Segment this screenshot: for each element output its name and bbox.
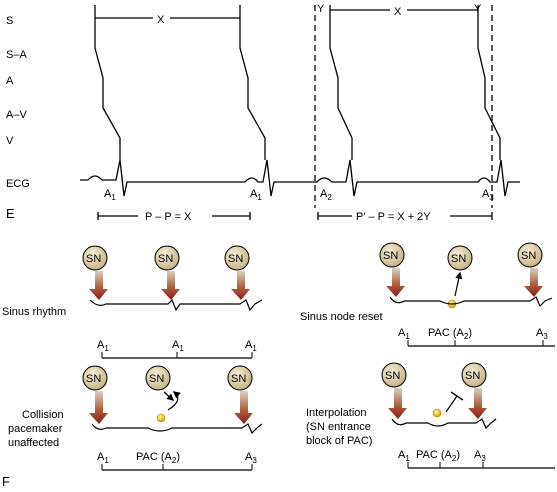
ecg-a-label-4: A3 xyxy=(482,188,494,202)
collision-title-1: Collision xyxy=(22,409,64,421)
panel-e: S S–A A A–V V ECG E X Y Y X A1 A1 A2 A3 xyxy=(6,3,520,223)
row-label-v: V xyxy=(6,135,14,147)
row-label-av: A–V xyxy=(6,109,27,121)
sn-circle xyxy=(379,242,405,268)
x-label-2: X xyxy=(394,6,402,18)
sn-label: SN xyxy=(86,253,101,265)
sn-arrow xyxy=(234,391,253,424)
sn-arrow xyxy=(89,391,108,424)
conduction-line-4 xyxy=(477,5,501,160)
collision-ecg xyxy=(91,423,263,435)
sn-arrow xyxy=(388,388,407,419)
interval-ppp: P′ – P = X + 2Y xyxy=(356,211,431,223)
sn-label: SN xyxy=(521,250,536,262)
sn-label: SN xyxy=(383,250,398,262)
ecg-a-label-3: A2 xyxy=(320,188,332,202)
collision-arrow xyxy=(167,391,181,411)
sn-arrow xyxy=(89,271,108,300)
reset-a-label-2: A3 xyxy=(536,327,548,341)
retrograde-arrow xyxy=(454,271,463,297)
pac-dot xyxy=(156,413,166,423)
interpolation-title-3: block of PAC) xyxy=(306,435,372,447)
blocked-retrograde-line xyxy=(445,395,458,413)
sn-circle xyxy=(227,365,253,391)
sinus-node-reset-ecg xyxy=(389,296,553,308)
sn-arrow xyxy=(386,268,405,297)
sinus-rhythm-title: Sinus rhythm xyxy=(2,306,66,318)
interp-pac-label: PAC (A2) xyxy=(416,449,460,463)
y-label-1: Y xyxy=(317,3,325,15)
panel-label-f: F xyxy=(2,474,10,489)
sn-output-arrow xyxy=(163,391,175,401)
interp-a-label-1: A1 xyxy=(398,449,410,463)
reset-a-label-1: A1 xyxy=(398,327,410,341)
sn-circle xyxy=(82,245,108,271)
row-label-a: A xyxy=(6,75,14,87)
sn-label: SN xyxy=(158,253,173,265)
ecg-label: ECG xyxy=(6,178,30,190)
sinus-rhythm-ecg xyxy=(89,298,263,312)
sinus-rhythm-diagram: Sinus rhythm SN SN SN A1 A1 A1 xyxy=(2,245,263,359)
sinus-a-label-3: A1 xyxy=(245,339,257,353)
sinus-node-reset-title: Sinus node reset xyxy=(300,311,383,323)
sn-label: SN xyxy=(86,373,101,385)
sinus-node-reset-diagram: Sinus node reset SN SN SN A1 PAC (A2) A3 xyxy=(300,242,555,347)
sn-circle xyxy=(224,245,250,271)
collision-diagram: Collision pacemaker unaffected SN SN SN … xyxy=(8,365,263,471)
sinus-a-label-1: A1 xyxy=(97,339,109,353)
interpolation-ecg xyxy=(391,418,497,430)
sn-label: SN xyxy=(231,373,246,385)
interp-a-label-2: A3 xyxy=(474,449,486,463)
ecg-a-label-2: A1 xyxy=(250,188,262,202)
panel-f: F Sinus rhythm SN SN SN A1 A1 A1 Sinus n… xyxy=(2,242,555,489)
entrance-block-bar xyxy=(450,391,464,401)
panel-label-e: E xyxy=(6,206,15,221)
sn-circle xyxy=(154,245,180,271)
sn-circle xyxy=(461,362,487,388)
ecg-a-label-1: A1 xyxy=(104,188,116,202)
sn-circle xyxy=(82,365,108,391)
sn-arrow xyxy=(231,271,250,300)
sn-label: SN xyxy=(451,253,466,265)
sn-arrow xyxy=(468,388,487,419)
collision-a-label-2: A3 xyxy=(245,451,257,465)
interval-pp: P – P = X xyxy=(145,211,192,223)
interpolation-title-1: Interpolation xyxy=(306,407,367,419)
sn-arrow xyxy=(161,271,180,300)
reset-pac-label: PAC (A2) xyxy=(428,327,472,341)
collision-pac-label: PAC (A2) xyxy=(136,451,180,465)
row-label-s: S xyxy=(6,15,13,27)
sn-label: SN xyxy=(228,253,243,265)
sn-circle xyxy=(381,362,407,388)
collision-a-label-1: A1 xyxy=(97,451,109,465)
collision-title-2: pacemaker xyxy=(8,423,63,435)
row-label-sa: S–A xyxy=(6,49,27,61)
sn-circle xyxy=(145,365,171,391)
interpolation-diagram: Interpolation (SN entrance block of PAC)… xyxy=(306,362,555,469)
sn-label: SN xyxy=(465,370,480,382)
pac-dot xyxy=(432,408,442,418)
interpolation-title-2: (SN entrance xyxy=(306,421,371,433)
collision-title-3: unaffected xyxy=(8,437,59,449)
conduction-line-2 xyxy=(239,5,266,160)
sn-label: SN xyxy=(385,370,400,382)
x-label-1: X xyxy=(157,14,165,26)
sn-circle xyxy=(447,245,473,271)
sinus-a-label-2: A1 xyxy=(172,339,184,353)
sn-label: SN xyxy=(149,373,164,385)
sn-circle xyxy=(517,242,543,268)
ecg-trace xyxy=(80,159,520,197)
conduction-line-1 xyxy=(94,5,121,160)
sn-arrow xyxy=(524,268,543,297)
conduction-line-3 xyxy=(329,5,353,160)
